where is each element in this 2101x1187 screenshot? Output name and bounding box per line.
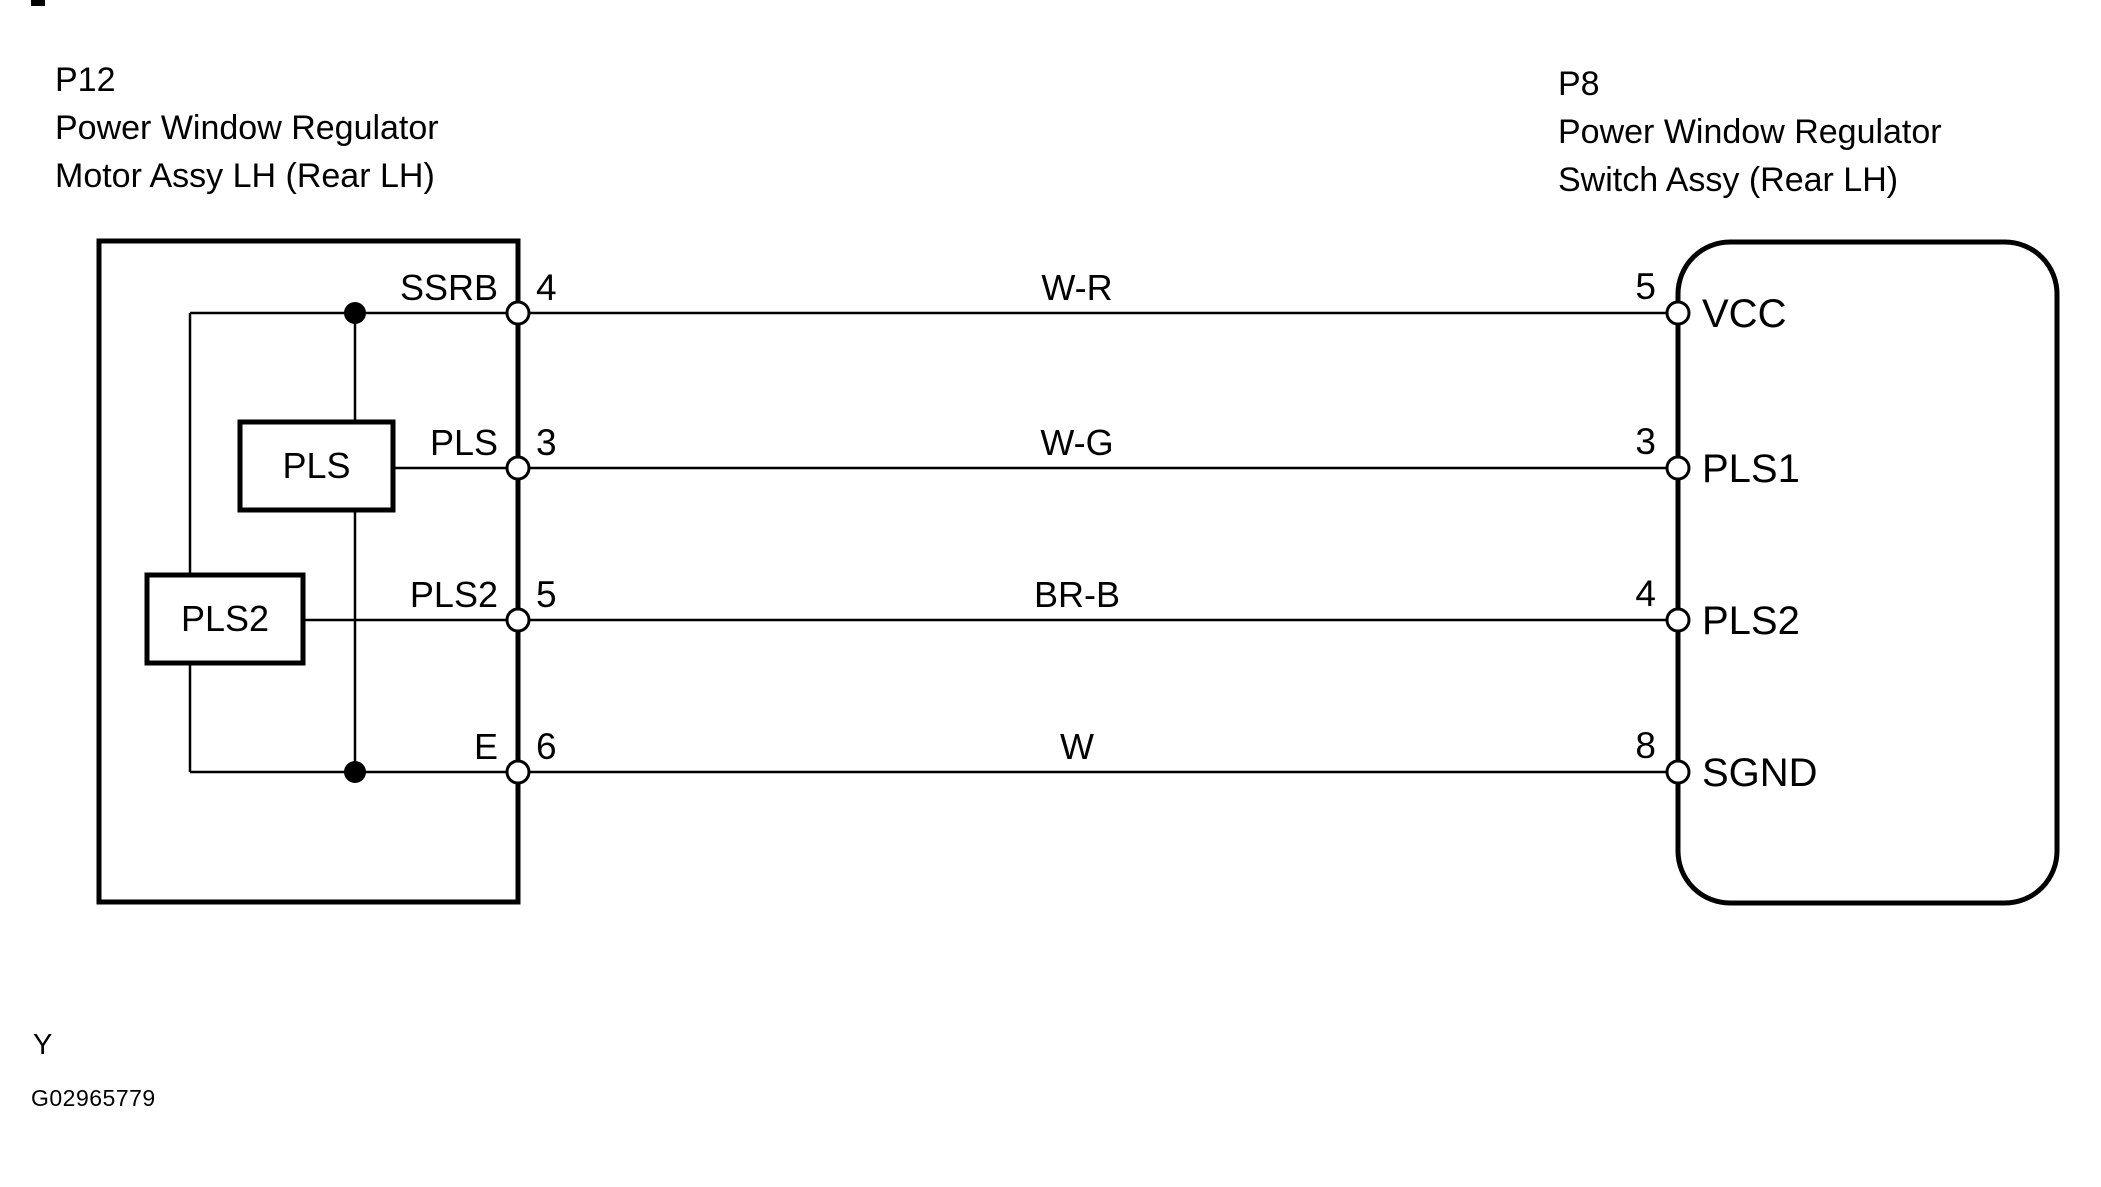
left-terminal-label: E [473,726,498,767]
footer-graphic-id: G02965779 [31,1085,156,1111]
pls-box-outline [237,419,396,513]
left-connector-title-line2: Motor Assy LH (Rear LH) [55,157,435,195]
wire-color-code: W-G [1040,422,1114,463]
right-connector-title-line2: Switch Assy (Rear LH) [1558,161,1899,199]
junction-dot-top [344,302,366,324]
left-terminal-label: SSRB [399,267,498,308]
right-pin-number: 5 [1635,266,1656,307]
right-pin-circle-5 [1665,300,1691,326]
junction-dot-bottom [344,761,366,783]
right-terminal-label: SGND [1702,751,1818,795]
right-terminal-label: VCC [1702,292,1787,336]
left-terminal-label: PLS2 [409,574,498,615]
right-connector-id: P8 [1558,65,1600,103]
left-pin-circle-5 [505,607,531,633]
right-connector-header: P8 Power Window Regulator Switch Assy (R… [1558,60,1942,204]
left-pin-number: 5 [536,574,557,615]
wire-color-code: W-R [1041,267,1113,308]
pls2-box-outline [144,572,306,666]
left-pin-number: 3 [536,422,557,463]
right-pin-circle-8 [1665,759,1691,785]
left-terminal-label: PLS [429,422,498,463]
left-pin-circle-3 [505,455,531,481]
pls-box-label: PLS [282,445,351,486]
left-connector-header: P12 Power Window Regulator Motor Assy LH… [55,56,439,200]
left-pin-circle-6 [505,759,531,785]
footer-section-code: Y [33,1029,53,1061]
left-connector-outline [96,238,521,905]
left-connector-id: P12 [55,61,116,99]
left-pin-number: 4 [536,267,557,308]
left-connector-title-line1: Power Window Regulator [55,109,439,147]
scan-artifact [31,0,45,6]
right-connector-outline [1675,239,2060,906]
right-pin-number: 8 [1635,725,1656,766]
right-connector-title-line1: Power Window Regulator [1558,113,1942,151]
pls2-box-label: PLS2 [180,598,270,639]
right-terminal-label: PLS2 [1702,599,1800,643]
wire-color-code: BR-B [1033,574,1120,615]
right-terminal-label: PLS1 [1702,447,1800,491]
right-pin-circle-4 [1665,607,1691,633]
right-pin-number: 4 [1635,573,1656,614]
wire-color-code: W [1060,726,1094,767]
right-pin-circle-3 [1665,455,1691,481]
right-pin-number: 3 [1635,421,1656,462]
left-pin-circle-4 [505,300,531,326]
left-pin-number: 6 [536,726,557,767]
